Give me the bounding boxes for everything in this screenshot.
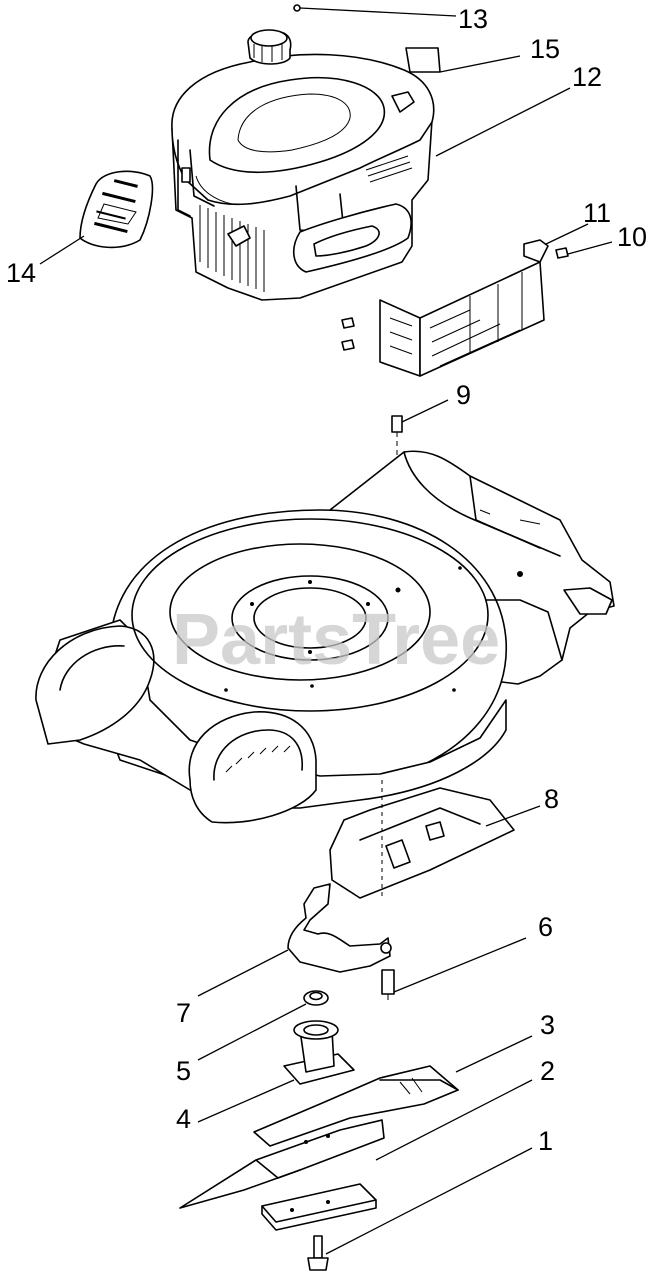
part-1-stiffener-bolt[interactable] [261,1183,377,1271]
mower-deck[interactable] [35,450,615,824]
part-7-bracket[interactable] [287,883,392,973]
callout-7: 7 [176,998,191,1028]
part-9-bolt[interactable] [391,415,403,590]
callout-12: 12 [572,62,602,92]
callout-1: 1 [538,1126,553,1156]
callout-13: 13 [458,4,488,34]
part-2-blade[interactable] [179,1119,385,1209]
part-11-debris-screen[interactable] [379,239,549,377]
callout-11: 11 [583,198,611,228]
engine[interactable] [171,53,435,301]
oil-fill-cap[interactable] [247,29,292,65]
leader-lines [39,7,613,1255]
callout-2: 2 [540,1056,555,1086]
part-4-blade-adapter[interactable] [283,1020,355,1085]
callout-14: 14 [6,258,36,288]
part-15-decal[interactable] [405,47,441,73]
callout-9: 9 [456,380,471,410]
part-13-screw[interactable] [293,4,301,12]
callout-8: 8 [544,784,559,814]
callout-4: 4 [176,1104,191,1134]
callouts: 13 15 12 14 11 10 9 8 7 6 5 4 3 2 1 [6,4,647,1156]
callout-3: 3 [540,1010,555,1040]
part-14-decal[interactable] [79,170,154,249]
part-10-screws[interactable] [341,247,569,351]
part-8-baffle[interactable] [329,780,515,900]
callout-5: 5 [176,1056,191,1086]
callout-10: 10 [617,222,647,252]
part-5-nut[interactable] [303,990,329,1006]
part-3-blade[interactable] [253,1065,459,1147]
callout-6: 6 [538,912,553,942]
callout-15: 15 [530,34,560,64]
part-6-bolt[interactable] [381,969,395,1000]
watermark: PartsTree [172,600,500,680]
